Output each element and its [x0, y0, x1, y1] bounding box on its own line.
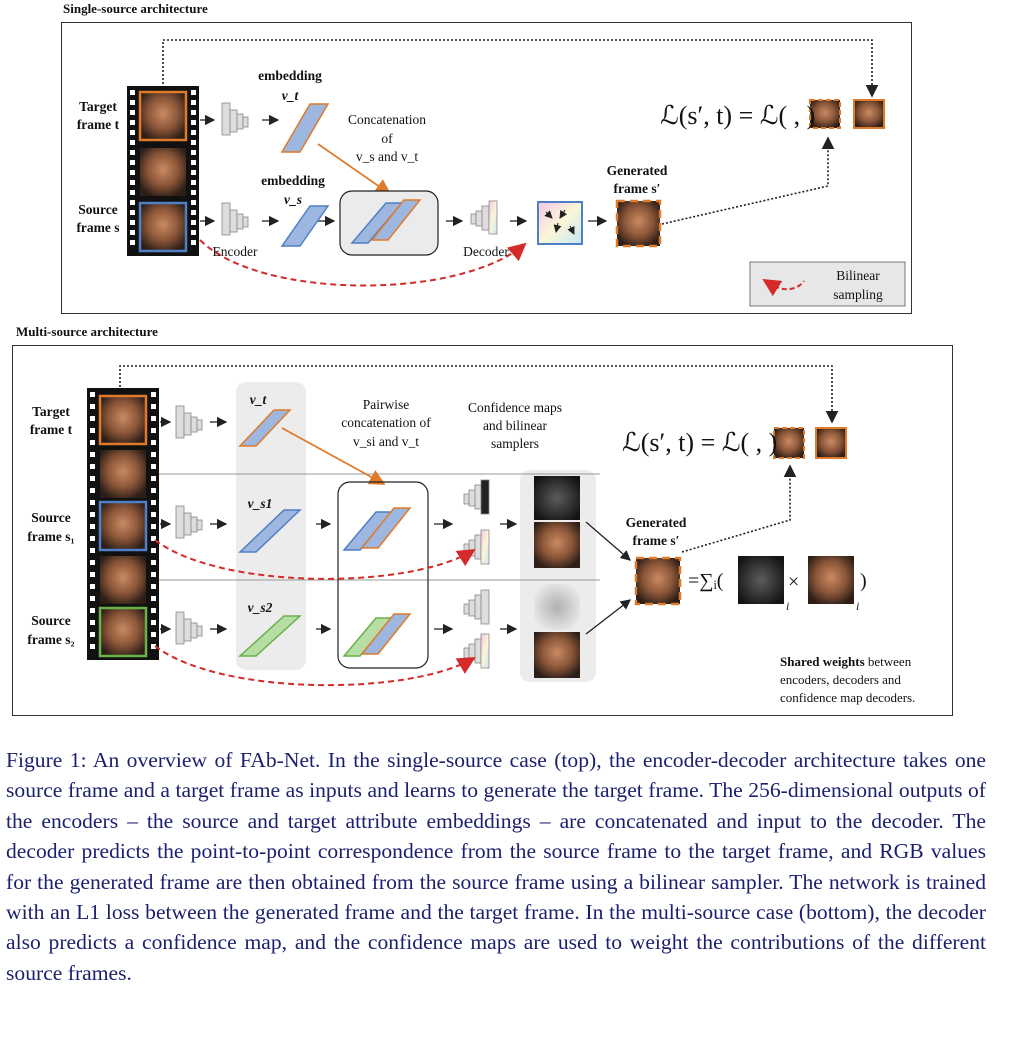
- multi-loss-target-image: [815, 427, 847, 459]
- bilinear-curve-2: [154, 645, 476, 687]
- warped-image-2: [534, 632, 580, 678]
- multi-vt-bar: [238, 409, 292, 447]
- sum-sub-1: i: [786, 599, 789, 613]
- multi-vs2-bar: [238, 615, 302, 657]
- warped-image-1: [534, 522, 580, 568]
- embedding-vs-label: embedding: [261, 173, 325, 188]
- single-source-heading: Single-source architecture: [63, 1, 208, 16]
- multi-source2-frame-image: [98, 606, 148, 658]
- embedding-vs-bar: [280, 205, 330, 247]
- confidence-map-2: [534, 584, 580, 630]
- multi-generated-frame-image: [634, 556, 682, 606]
- multi-source1-frame-image: [98, 500, 148, 552]
- multi-target-label-1: Target: [32, 404, 70, 419]
- sum-confidence-image: [738, 556, 784, 604]
- multi-frame-2-image: [100, 450, 146, 498]
- sum-symbol: =∑ᵢ(: [688, 570, 724, 592]
- middle-frame-image: [140, 148, 186, 196]
- pairwise-label-1: Pairwise: [363, 397, 410, 412]
- single-source-label-1: Source: [78, 202, 118, 217]
- multi-encoder-icons: [175, 405, 203, 645]
- loss-target-image: [853, 99, 885, 129]
- conf-label-3: samplers: [491, 436, 539, 451]
- embedding-vt-symbol: v_t: [282, 88, 300, 103]
- encoder-label: Encoder: [213, 244, 258, 259]
- concat-label-1: Concatenation: [348, 112, 426, 127]
- multi-frame-4-image: [100, 556, 146, 604]
- target-frame-image: [138, 90, 188, 142]
- bilinear-sampling-curve: [199, 239, 527, 287]
- source-encoder-icon: [221, 202, 249, 236]
- single-generated-label-1: Generated: [607, 163, 668, 178]
- confidence-map-1: [534, 476, 580, 520]
- shared-weights-line-1: Shared weights between: [780, 654, 912, 669]
- pairwise-label-2: concatenation of: [341, 415, 431, 430]
- multi-film-strip: [87, 388, 159, 660]
- sum-times: ×: [788, 571, 799, 593]
- decoder-label: Decoder: [463, 244, 509, 259]
- loss-generated-image: [809, 99, 841, 129]
- single-target-label-1: Target: [79, 99, 117, 114]
- shared-weights-line-3: confidence map decoders.: [780, 690, 915, 705]
- target-encoder-icon: [221, 102, 249, 136]
- conf-label-2: and bilinear: [483, 418, 548, 433]
- embedding-vt-label: embedding: [258, 68, 322, 83]
- figure-label: Figure 1:: [6, 748, 87, 772]
- multi-source2-label-2: frame s₂: [27, 632, 74, 647]
- multi-generated-label-1: Generated: [626, 515, 687, 530]
- multi-source2-label-1: Source: [31, 613, 71, 628]
- figure-caption-text: An overview of FAb-Net. In the single-so…: [6, 748, 986, 985]
- bilinear-curve-1: [154, 539, 476, 580]
- multi-source1-label-2: frame s₁: [27, 529, 74, 544]
- multi-source-heading: Multi-source architecture: [16, 324, 158, 339]
- single-target-label-2: frame t: [77, 117, 120, 132]
- pairwise-label-3: v_si and v_t: [353, 434, 419, 449]
- pairwise-concat-box: [337, 481, 429, 669]
- single-loss-formula: ℒ(s′, t) = ℒ( , ): [660, 101, 815, 130]
- concat-label-2: of: [381, 131, 393, 146]
- multi-loss-generated-image: [773, 427, 805, 459]
- generated-frame-image: [615, 199, 662, 248]
- single-source-diagram: Target frame t Source frame s embedding …: [76, 39, 906, 307]
- sum-warped-image: [808, 556, 854, 604]
- multi-vs1-label: v_s1: [248, 496, 273, 511]
- source-frame-image: [138, 201, 188, 253]
- film-strip: [127, 86, 199, 256]
- multi-source1-label-1: Source: [31, 510, 71, 525]
- legend-label-1: Bilinear: [836, 268, 880, 283]
- legend-label-2: sampling: [833, 287, 883, 302]
- conf-label-1: Confidence maps: [468, 400, 562, 415]
- sum-close: ): [860, 570, 867, 592]
- decoder-icon: [470, 200, 498, 235]
- multi-target-frame-image: [98, 394, 148, 446]
- shared-weights-line-2: encoders, decoders and: [780, 672, 901, 687]
- figure-caption: Figure 1: An overview of FAb-Net. In the…: [6, 745, 986, 988]
- multi-vs2-label: v_s2: [248, 600, 273, 615]
- confidence-decoder-icons: [463, 479, 490, 669]
- sum-sub-2: i: [856, 599, 859, 613]
- dotted-connector: [162, 39, 873, 92]
- multi-loss-formula: ℒ(s′, t) = ℒ( , ): [622, 428, 777, 457]
- single-source-label-2: frame s: [76, 220, 119, 235]
- multi-generated-label-2: frame s′: [633, 533, 680, 548]
- embedding-vt-bar: [280, 103, 330, 153]
- multi-target-label-2: frame t: [30, 422, 73, 437]
- multi-source-diagram: Target frame t Source frame s₁ Source fr…: [27, 365, 915, 705]
- single-generated-label-2: frame s′: [614, 181, 661, 196]
- concat-label-3: v_s and v_t: [356, 149, 418, 164]
- multi-vt-label: v_t: [250, 392, 268, 407]
- multi-vs1-bar: [238, 509, 302, 553]
- embedding-vs-symbol: v_s: [284, 192, 302, 207]
- flow-field-icon: [537, 201, 583, 245]
